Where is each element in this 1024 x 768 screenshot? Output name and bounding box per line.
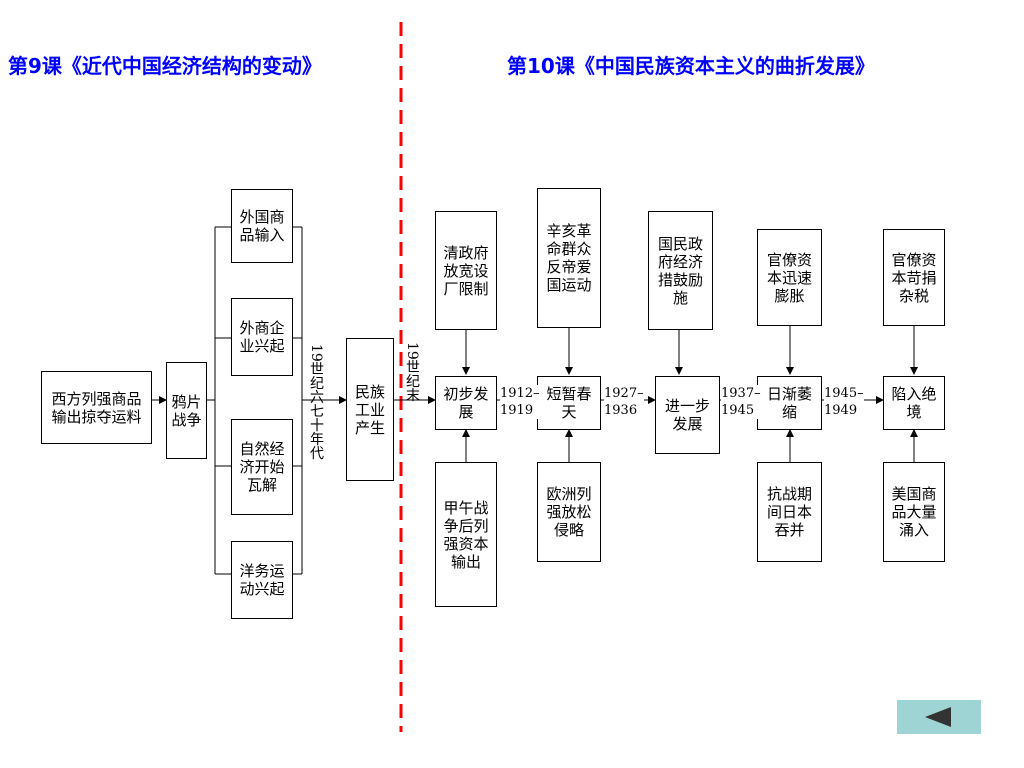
lesson9-title: 第9课《近代中国经济结构的变动》	[8, 54, 322, 78]
period-label-1927-1936: 1927– 1936	[604, 385, 644, 419]
factor-box-heavy-taxes: 官僚资本苛捐杂税	[883, 229, 945, 326]
era-label-1860s: 19世纪六七十年代	[308, 344, 324, 460]
stage-box-further: 进一步发展	[655, 376, 720, 454]
period-label-1937-1945: 1937– 1945	[721, 385, 761, 419]
national-industry-box: 民族工业产生	[346, 338, 394, 481]
factor-box-xinhai: 辛亥革命群众反帝爱国运动	[537, 188, 601, 328]
factor-box-bureaucratic-capital: 官僚资本迅速膨胀	[757, 229, 822, 326]
stage-box-initial: 初步发展	[435, 376, 497, 430]
period-label-1912-1919: 1912– 1919	[500, 385, 540, 419]
factor-box-sino-japanese-war: 甲午战争后列强资本输出	[435, 462, 497, 607]
factor-box-kmt-policy: 国民政府经济措鼓励施	[648, 211, 713, 330]
stage-box-spring: 短暂春天	[537, 376, 601, 430]
effect-box-foreign-goods: 外国商品输入	[231, 189, 293, 263]
effect-box-foreign-enterprises: 外商企业兴起	[231, 298, 293, 376]
effect-box-natural-economy: 自然经济开始瓦解	[231, 419, 293, 515]
factor-box-japan-annex: 抗战期间日本吞并	[757, 462, 822, 562]
stage-box-desperate: 陷入绝境	[883, 376, 945, 430]
lesson10-title: 第10课《中国民族资本主义的曲折发展》	[507, 54, 875, 78]
stage-box-shrinking: 日渐萎缩	[757, 376, 822, 430]
opium-war-box: 鸦片战争	[166, 362, 207, 459]
period-label-1945-1949: 1945– 1949	[824, 385, 864, 419]
back-triangle-icon	[925, 707, 951, 727]
effect-box-westernization: 洋务运动兴起	[231, 541, 293, 619]
factor-box-europe-relaxed: 欧洲列强放松侵略	[537, 462, 601, 562]
factor-box-us-goods: 美国商品大量涌入	[883, 462, 945, 562]
back-button[interactable]	[897, 700, 981, 734]
era-label-late-19th: 19世纪末	[404, 342, 420, 402]
cause-box: 西方列强商品输出掠夺运料	[41, 371, 152, 444]
factor-box-qing-policy: 清政府放宽设厂限制	[435, 211, 497, 330]
